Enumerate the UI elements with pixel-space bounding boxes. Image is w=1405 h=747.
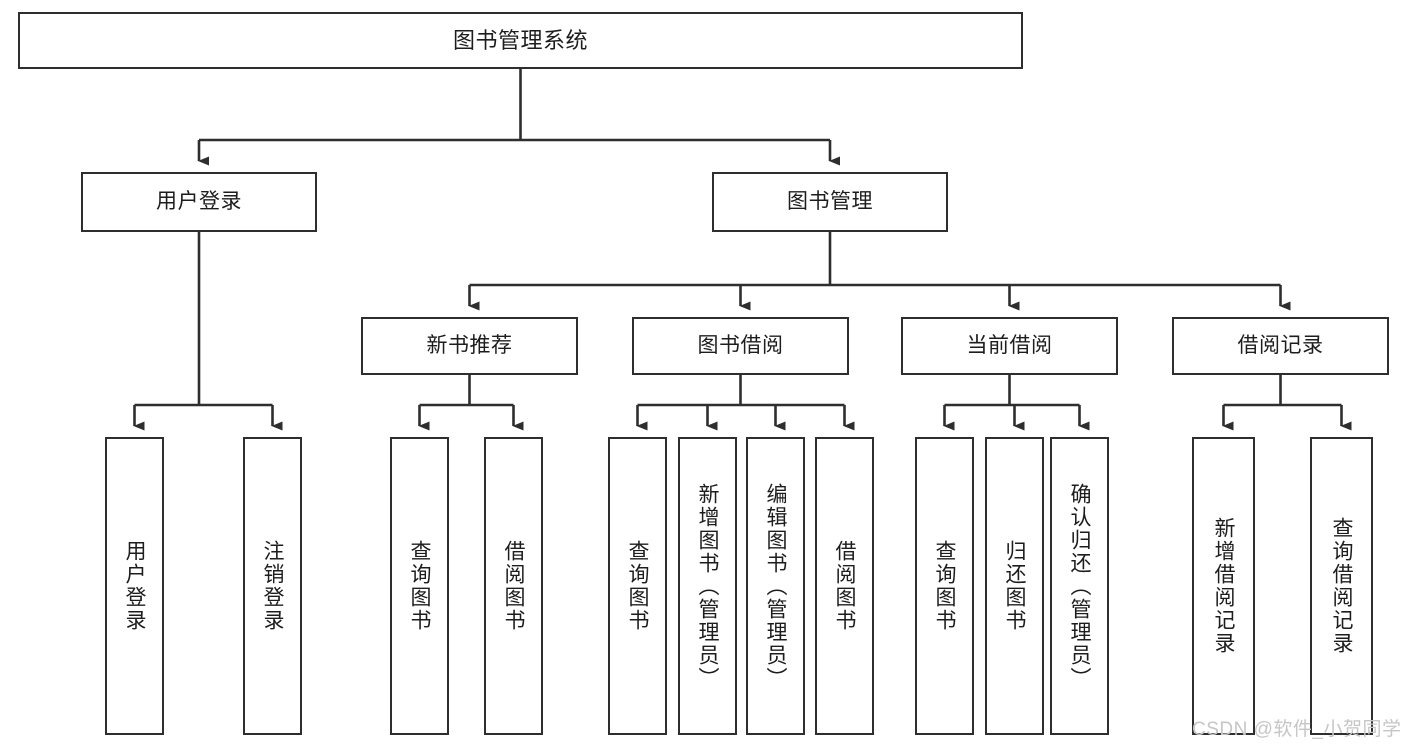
node-leaf-confirm-return[interactable]: 确认归还（管理员） — [1050, 437, 1109, 735]
node-leaf-user-logout[interactable]: 注销登录 — [243, 437, 302, 735]
node-label-leaf-user-login: 用户登录 — [123, 540, 146, 632]
node-label-leaf-user-logout: 注销登录 — [261, 540, 284, 632]
node-label-leaf-add-book: 新增图书（管理员） — [696, 482, 719, 690]
node-label-leaf-query-book-2: 查询图书 — [626, 540, 649, 632]
node-book-borrow[interactable]: 图书借阅 — [632, 317, 849, 375]
node-label-leaf-query-record: 查询借阅记录 — [1330, 517, 1353, 655]
node-leaf-edit-book[interactable]: 编辑图书（管理员） — [746, 437, 805, 735]
node-label-book-borrow: 图书借阅 — [697, 333, 784, 357]
node-label-leaf-borrow-book-2: 借阅图书 — [833, 540, 856, 632]
node-book-manage[interactable]: 图书管理 — [712, 172, 948, 232]
node-label-borrow-record: 借阅记录 — [1237, 333, 1324, 357]
node-leaf-query-book-2[interactable]: 查询图书 — [608, 437, 667, 735]
node-label-leaf-edit-book: 编辑图书（管理员） — [764, 482, 787, 690]
node-leaf-return-book[interactable]: 归还图书 — [985, 437, 1044, 735]
node-label-leaf-add-record: 新增借阅记录 — [1212, 517, 1235, 655]
node-label-new-book-rec: 新书推荐 — [426, 333, 513, 357]
node-user-login[interactable]: 用户登录 — [81, 172, 317, 232]
node-leaf-query-record[interactable]: 查询借阅记录 — [1310, 437, 1373, 735]
node-new-book-rec[interactable]: 新书推荐 — [361, 317, 578, 375]
node-label-user-login: 用户登录 — [156, 189, 242, 213]
node-label-current-borrow: 当前借阅 — [966, 333, 1053, 357]
node-leaf-query-book-1[interactable]: 查询图书 — [390, 437, 449, 735]
node-borrow-record[interactable]: 借阅记录 — [1172, 317, 1389, 375]
node-label-leaf-query-book-1: 查询图书 — [408, 540, 431, 632]
node-leaf-query-book-3[interactable]: 查询图书 — [915, 437, 974, 735]
node-label-leaf-query-book-3: 查询图书 — [933, 540, 956, 632]
node-label-root: 图书管理系统 — [452, 27, 588, 53]
node-root[interactable]: 图书管理系统 — [18, 12, 1023, 69]
node-leaf-add-record[interactable]: 新增借阅记录 — [1192, 437, 1255, 735]
node-label-leaf-borrow-book-1: 借阅图书 — [502, 540, 525, 632]
node-leaf-borrow-book-2[interactable]: 借阅图书 — [815, 437, 874, 735]
node-current-borrow[interactable]: 当前借阅 — [901, 317, 1118, 375]
node-label-leaf-return-book: 归还图书 — [1003, 540, 1026, 632]
node-leaf-borrow-book-1[interactable]: 借阅图书 — [484, 437, 543, 735]
node-label-leaf-confirm-return: 确认归还（管理员） — [1068, 482, 1091, 690]
node-label-book-manage: 图书管理 — [787, 189, 873, 213]
node-leaf-user-login[interactable]: 用户登录 — [105, 437, 164, 735]
node-leaf-add-book[interactable]: 新增图书（管理员） — [678, 437, 737, 735]
